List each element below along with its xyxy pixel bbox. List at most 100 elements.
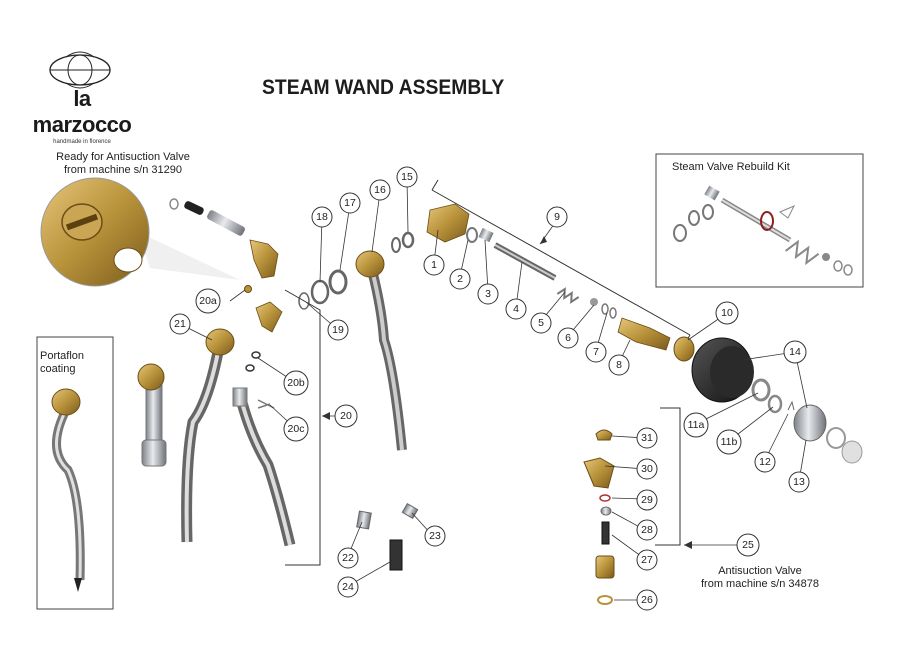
callout-20b: 20b (283, 370, 309, 396)
callout-12: 12 (754, 451, 776, 473)
note-portaflon-line1: Portaflon (40, 350, 85, 362)
callout-6: 6 (557, 327, 579, 349)
detail-magnifier (40, 177, 240, 287)
brand-block: la marzocco handmade in florence (22, 50, 142, 145)
svg-text:21: 21 (174, 318, 186, 330)
note-antisuction-valve-line2: from machine s/n 34878 (700, 578, 819, 590)
svg-text:20: 20 (340, 410, 352, 422)
callout-9: 9 (546, 206, 568, 228)
callout-11a: 11a (683, 412, 709, 438)
svg-text:16: 16 (374, 184, 386, 196)
svg-text:31: 31 (641, 432, 653, 444)
callout-5: 5 (530, 312, 552, 334)
callout-10: 10 (715, 301, 739, 325)
note-antisuction-ready-line1: Ready for Antisuction Valve (56, 151, 190, 163)
note-portaflon-line2: coating (40, 363, 76, 375)
top-small-parts (169, 198, 279, 293)
callout-8: 8 (608, 354, 630, 376)
antisuction-parts (583, 407, 681, 605)
callout-11b: 11b (716, 429, 742, 455)
callout-19: 19 (327, 319, 349, 341)
svg-text:22: 22 (342, 552, 354, 564)
callout-28: 28 (636, 519, 658, 541)
svg-text:18: 18 (316, 211, 328, 223)
callout-20a: 20a (195, 288, 221, 314)
svg-text:7: 7 (593, 346, 599, 358)
note-antisuction-valve: Antisuction Valve from machine s/n 34878 (680, 565, 840, 591)
logo-spacer (22, 50, 142, 86)
knob-14 (691, 337, 863, 464)
svg-text:29: 29 (641, 494, 653, 506)
callout-30: 30 (636, 458, 658, 480)
svg-text:1: 1 (431, 259, 437, 271)
svg-text:8: 8 (616, 359, 622, 371)
callout-18: 18 (311, 206, 333, 228)
callout-4: 4 (505, 298, 527, 320)
callout-15: 15 (396, 166, 418, 188)
note-antisuction-ready-line2: from machine s/n 31290 (63, 164, 182, 176)
svg-text:14: 14 (789, 346, 801, 358)
svg-text:20c: 20c (288, 423, 305, 435)
svg-text:20a: 20a (199, 295, 217, 307)
wand-20 (232, 289, 321, 566)
brand-name: la marzocco (32, 86, 132, 137)
svg-text:27: 27 (641, 554, 653, 566)
parts-22-24 (356, 502, 419, 571)
svg-text:13: 13 (793, 476, 805, 488)
page-title: STEAM WAND ASSEMBLY (262, 76, 505, 99)
callout-21: 21 (169, 313, 191, 335)
wand-21 (137, 328, 235, 543)
svg-text:20b: 20b (287, 377, 305, 389)
callout-16: 16 (369, 179, 391, 201)
callout-31: 31 (636, 427, 658, 449)
callout-20: 20 (334, 404, 358, 428)
portaflon-box (36, 336, 114, 610)
bracket-9 (431, 179, 691, 346)
svg-text:11b: 11b (721, 436, 738, 448)
callout-24: 24 (337, 576, 359, 598)
svg-text:17: 17 (344, 197, 356, 209)
svg-text:30: 30 (641, 463, 653, 475)
rebuild-kit-box (655, 153, 864, 288)
callout-3: 3 (477, 283, 499, 305)
svg-text:6: 6 (565, 332, 571, 344)
callout-20c: 20c (283, 416, 309, 442)
note-rebuild-kit: Steam Valve Rebuild Kit (672, 161, 790, 173)
callout-14: 14 (783, 340, 807, 364)
callout-29: 29 (636, 489, 658, 511)
callout-22: 22 (337, 547, 359, 569)
svg-text:19: 19 (332, 324, 344, 336)
svg-text:5: 5 (538, 317, 544, 329)
callout-1: 1 (423, 254, 445, 276)
callout-17: 17 (339, 192, 361, 214)
arrowheads (322, 236, 692, 549)
callout-27: 27 (636, 549, 658, 571)
svg-text:15: 15 (401, 171, 413, 183)
callout-25: 25 (736, 533, 760, 557)
rings-15-19 (298, 231, 415, 310)
callout-23: 23 (424, 525, 446, 547)
callout-13: 13 (788, 471, 810, 493)
brand-tagline: handmade in florence (53, 139, 111, 145)
svg-text:23: 23 (429, 530, 441, 542)
svg-text:11a: 11a (688, 419, 705, 431)
callout-26: 26 (636, 589, 658, 611)
svg-text:25: 25 (742, 539, 754, 551)
svg-text:12: 12 (759, 456, 771, 468)
svg-text:28: 28 (641, 524, 653, 536)
note-portaflon: Portaflon coating (40, 350, 100, 376)
svg-text:9: 9 (554, 211, 560, 223)
lion-globe-logo-icon (49, 51, 111, 89)
svg-text:4: 4 (513, 303, 519, 315)
svg-text:2: 2 (457, 273, 463, 285)
callout-7: 7 (585, 341, 607, 363)
callout-2: 2 (449, 268, 471, 290)
wand-16 (355, 250, 407, 451)
callout-group: 1 2 3 4 5 6 7 8 9 10 11a 11b 12 13 14 15… (169, 166, 810, 611)
svg-text:3: 3 (485, 288, 491, 300)
note-antisuction-valve-line1: Antisuction Valve (718, 565, 802, 577)
svg-text:24: 24 (342, 581, 354, 593)
svg-text:26: 26 (641, 594, 653, 606)
